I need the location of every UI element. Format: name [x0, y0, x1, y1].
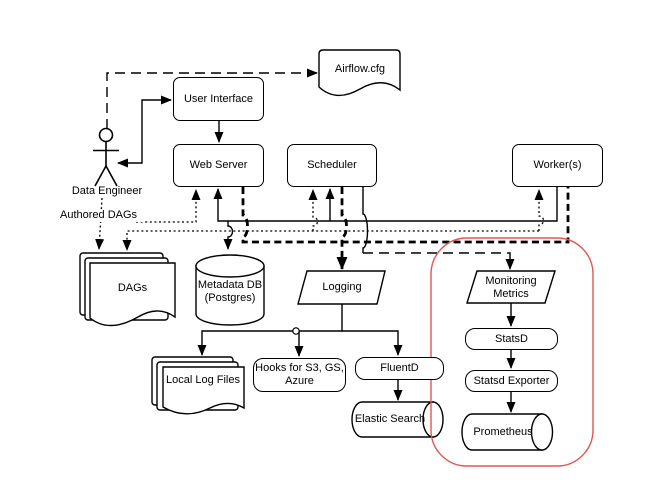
node-web-server: Web Server	[173, 144, 264, 187]
edge-logging-locallogfiles	[197, 304, 343, 356]
web-server-label: Web Server	[189, 159, 248, 171]
dags-multidocument-shape	[79, 252, 176, 327]
node-statsd: StatsD	[465, 328, 558, 350]
prometheus-label: Prometheus	[473, 426, 533, 438]
node-user-interface: User Interface	[173, 77, 264, 121]
elastic-search-label: Elastic Search	[354, 413, 426, 425]
statsd-exporter-label: Statsd Exporter	[473, 374, 550, 387]
edge-scheduler-monitoringmetrics	[363, 252, 515, 270]
monitoring-metrics-parallelogram-shape	[466, 270, 556, 304]
edge-engineer-airflowcfg	[106, 68, 318, 129]
prometheus-cylinder-shape	[461, 413, 554, 451]
edge-scheduler-metrics-stub	[362, 187, 369, 253]
airflow-cfg-document-shape	[318, 49, 401, 97]
edge-authoreddags-webserver	[136, 189, 201, 223]
edge-engineer-dags	[95, 197, 105, 250]
statsd-label: StatsD	[494, 332, 528, 345]
data-engineer-actor-icon	[93, 127, 119, 187]
metadata-db-label: Metadata DB (Postgres)	[197, 279, 263, 304]
workers-label: Worker(s)	[533, 159, 582, 171]
edge-ui-engineer	[117, 95, 172, 168]
edge-worker-metadata-bus	[213, 187, 558, 222]
metadata-db-cylinder-shape	[195, 254, 265, 326]
connector-junction-dot	[292, 327, 300, 335]
local-log-files-multidocument-shape	[151, 356, 245, 415]
user-interface-label: User Interface	[183, 92, 254, 105]
authored-dags-edge-label: Authored DAGs	[60, 209, 144, 222]
data-engineer-label: Data Engineer	[71, 185, 143, 197]
edge-logbus-logging	[336, 187, 348, 270]
hooks-label: Hooks for S3, GS, Azure	[255, 362, 344, 387]
logging-parallelogram-shape	[297, 270, 386, 305]
edge-dagsbus-scheduler	[308, 189, 319, 231]
local-log-files-label: Local Log Files	[166, 374, 240, 386]
airflow-cfg-label: Airflow.cfg	[334, 63, 386, 75]
connectors	[95, 68, 570, 413]
scheduler-label: Scheduler	[307, 159, 357, 171]
node-workers: Worker(s)	[512, 144, 603, 187]
logging-label: Logging	[322, 281, 362, 293]
edge-log-bus	[241, 187, 570, 244]
fluentd-label: FluentD	[380, 362, 419, 374]
elastic-search-cylinder-shape	[351, 401, 444, 438]
node-scheduler: Scheduler	[287, 144, 377, 187]
edge-dagsbus-dags	[122, 230, 539, 251]
monitoring-highlight-box	[430, 237, 594, 467]
monitoring-metrics-label: Monitoring Metrics	[485, 275, 537, 300]
edge-metadatabus-metadatadb	[223, 221, 234, 250]
edge-dagsbus-worker	[534, 189, 545, 231]
node-fluentd: FluentD	[355, 357, 444, 380]
dags-label: DAGs	[117, 282, 148, 294]
node-hooks: Hooks for S3, GS, Azure	[253, 358, 346, 392]
edge-logging-fluentd	[342, 330, 403, 356]
node-statsd-exporter: Statsd Exporter	[465, 370, 558, 392]
